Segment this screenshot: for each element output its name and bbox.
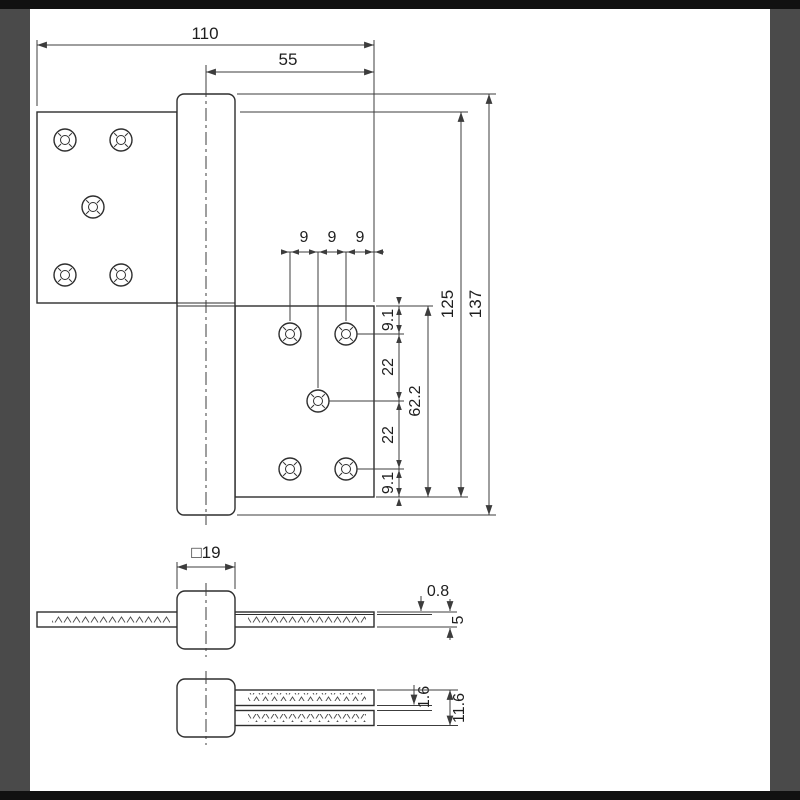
bottom-band bbox=[0, 791, 800, 800]
knurl-marks bbox=[248, 615, 366, 623]
plan-view bbox=[36, 84, 375, 525]
dim-edge-top-label: 9.1 bbox=[380, 309, 397, 331]
dim-height-leaf-label: 125 bbox=[438, 290, 457, 318]
side-view-open: 1.6 11.6 bbox=[176, 671, 468, 745]
plan-view-dimensions: 110 55 9 9 9 125 137 bbox=[36, 24, 496, 516]
dim-knuckle-square-label: □19 bbox=[191, 543, 220, 562]
knurl-marks bbox=[248, 693, 366, 701]
knurl-marks bbox=[248, 714, 366, 722]
left-leaf bbox=[36, 111, 178, 304]
dim-offset-label: 0.8 bbox=[427, 583, 449, 600]
dim-hole-pitch-2-label: 9 bbox=[328, 229, 337, 246]
knurl-marks bbox=[52, 615, 170, 623]
dim-pitch-bottom-label: 22 bbox=[380, 426, 397, 444]
top-band bbox=[0, 0, 800, 9]
side-view-closed: □19 0.8 5 bbox=[36, 543, 467, 657]
dim-stack-label: 11.6 bbox=[451, 693, 468, 723]
dim-pitch-top-label: 22 bbox=[380, 358, 397, 376]
left-margin-strip bbox=[0, 9, 30, 791]
dim-hole-pitch-1-label: 9 bbox=[300, 229, 309, 246]
dim-width-half-label: 55 bbox=[279, 50, 298, 69]
dim-width-total-label: 110 bbox=[191, 24, 218, 43]
dim-height-total-label: 137 bbox=[466, 290, 485, 318]
dim-leaf-span-label: 62.2 bbox=[407, 385, 424, 416]
dim-gap-label: 1.6 bbox=[416, 686, 433, 708]
right-margin-strip bbox=[770, 9, 800, 791]
dim-thickness-label: 5 bbox=[450, 615, 467, 624]
dim-hole-pitch-3-label: 9 bbox=[356, 229, 365, 246]
dim-edge-bottom-label: 9.1 bbox=[380, 472, 397, 494]
